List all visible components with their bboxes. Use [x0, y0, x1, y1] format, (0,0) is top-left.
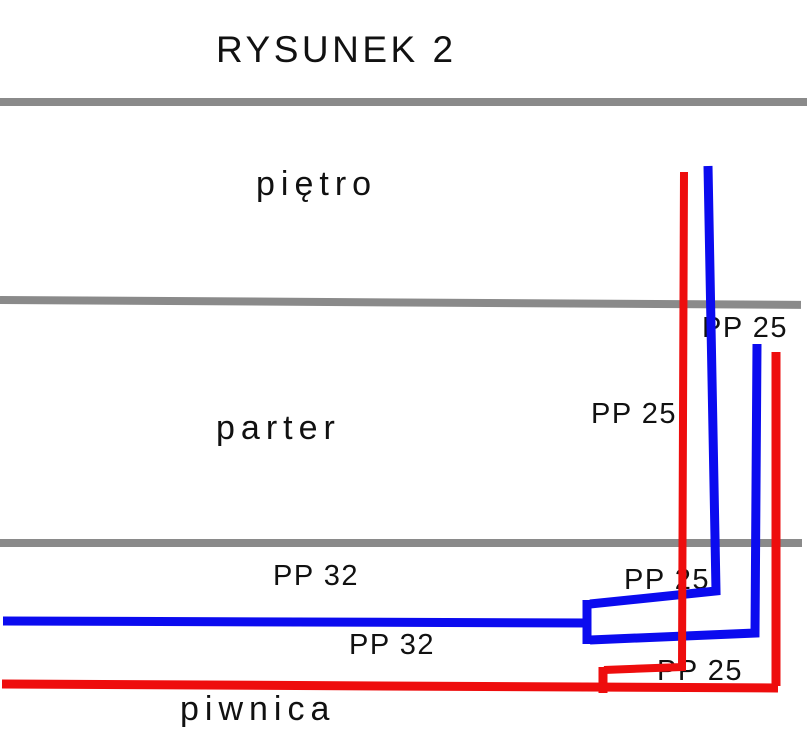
- floor-slab-top: [0, 98, 807, 106]
- pipe-label-pp25-main-risers: PP 25: [591, 398, 677, 430]
- pipe-label-pp25-cold-junction: PP 25: [624, 564, 710, 596]
- cold-pipe-main-run: [2, 616, 591, 628]
- floor-label-pietro: piętro: [256, 165, 378, 203]
- floor-label-piwnica: piwnica: [180, 690, 336, 728]
- floor-slab-middle: [0, 296, 802, 309]
- pipe-label-pp32-hot-main: PP 32: [349, 629, 435, 661]
- floor-slab-bottom: [0, 539, 802, 547]
- pipe-label-pp25-hot-junction: PP 25: [657, 655, 743, 687]
- pipe-label-pp32-cold-main: PP 32: [273, 560, 359, 592]
- pipe-label-pp25-right-risers: PP 25: [702, 312, 788, 344]
- floor-label-parter: parter: [216, 409, 341, 447]
- drawing-title: RYSUNEK 2: [216, 29, 457, 70]
